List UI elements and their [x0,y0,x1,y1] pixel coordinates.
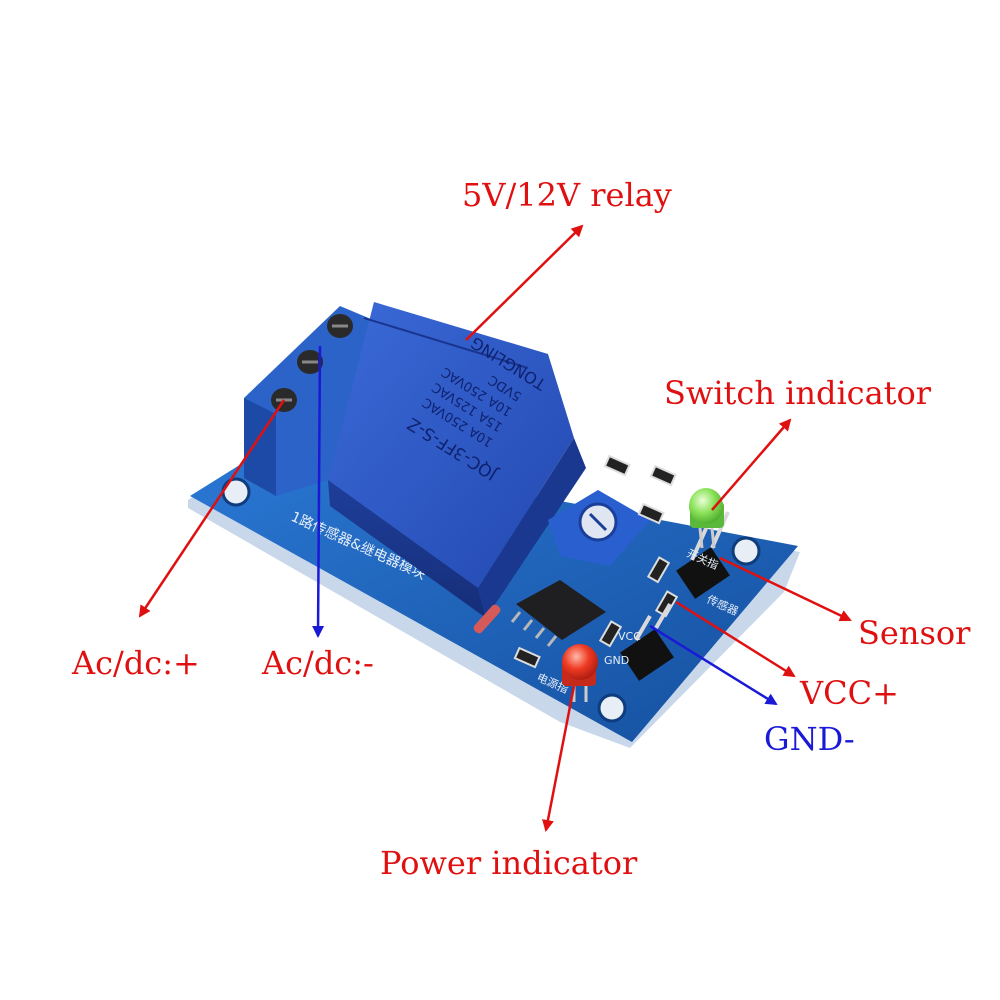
power-indicator-arrow [542,685,576,832]
ic-chip-body [516,580,606,640]
relay-front-face [478,438,586,618]
mounting-hole-bottom [597,693,627,723]
callout-arrows [138,224,852,832]
sensor-callout: Sensor [858,614,971,652]
vcc-arrow [675,600,796,678]
gnd-arrow [649,624,778,706]
ac-dc-plus-callout: Ac/dc:+ [71,644,200,682]
power-indicator-led [562,644,598,702]
sensor-arrow [719,556,852,622]
vcc-pin-marking: VCC [618,630,641,643]
ac-dc-plus-arrow [138,399,286,618]
relay-callout: 5V/12V relay [462,176,672,214]
relay-arrow [465,224,584,341]
relay-top-face [328,302,574,588]
diode [473,604,501,634]
relay-side-face [328,480,486,618]
power-indicator-callout: Power indicator [380,844,638,882]
mounting-hole-left [221,477,251,507]
mounting-hole-right [731,536,761,566]
ac-dc-minus-arrow [312,345,325,638]
ic-chip [510,580,606,647]
switch-indicator-led [689,488,724,549]
relay: JQC-3FF-S-Z 10A 250VAC 15A 125VAC 10A 25… [328,302,586,618]
callout-labels: 5V/12V relay Switch indicator Sensor VCC… [71,176,971,882]
vcc-callout: VCC+ [799,674,899,712]
ac-dc-minus-callout: Ac/dc:- [261,644,374,682]
gnd-pin-marking: GND [604,654,629,667]
switch-indicator-arrow [711,418,792,511]
smd-components [473,454,679,669]
potentiometer [548,490,650,566]
switch-indicator-callout: Switch indicator [664,374,932,412]
gnd-callout: GND- [764,720,855,758]
